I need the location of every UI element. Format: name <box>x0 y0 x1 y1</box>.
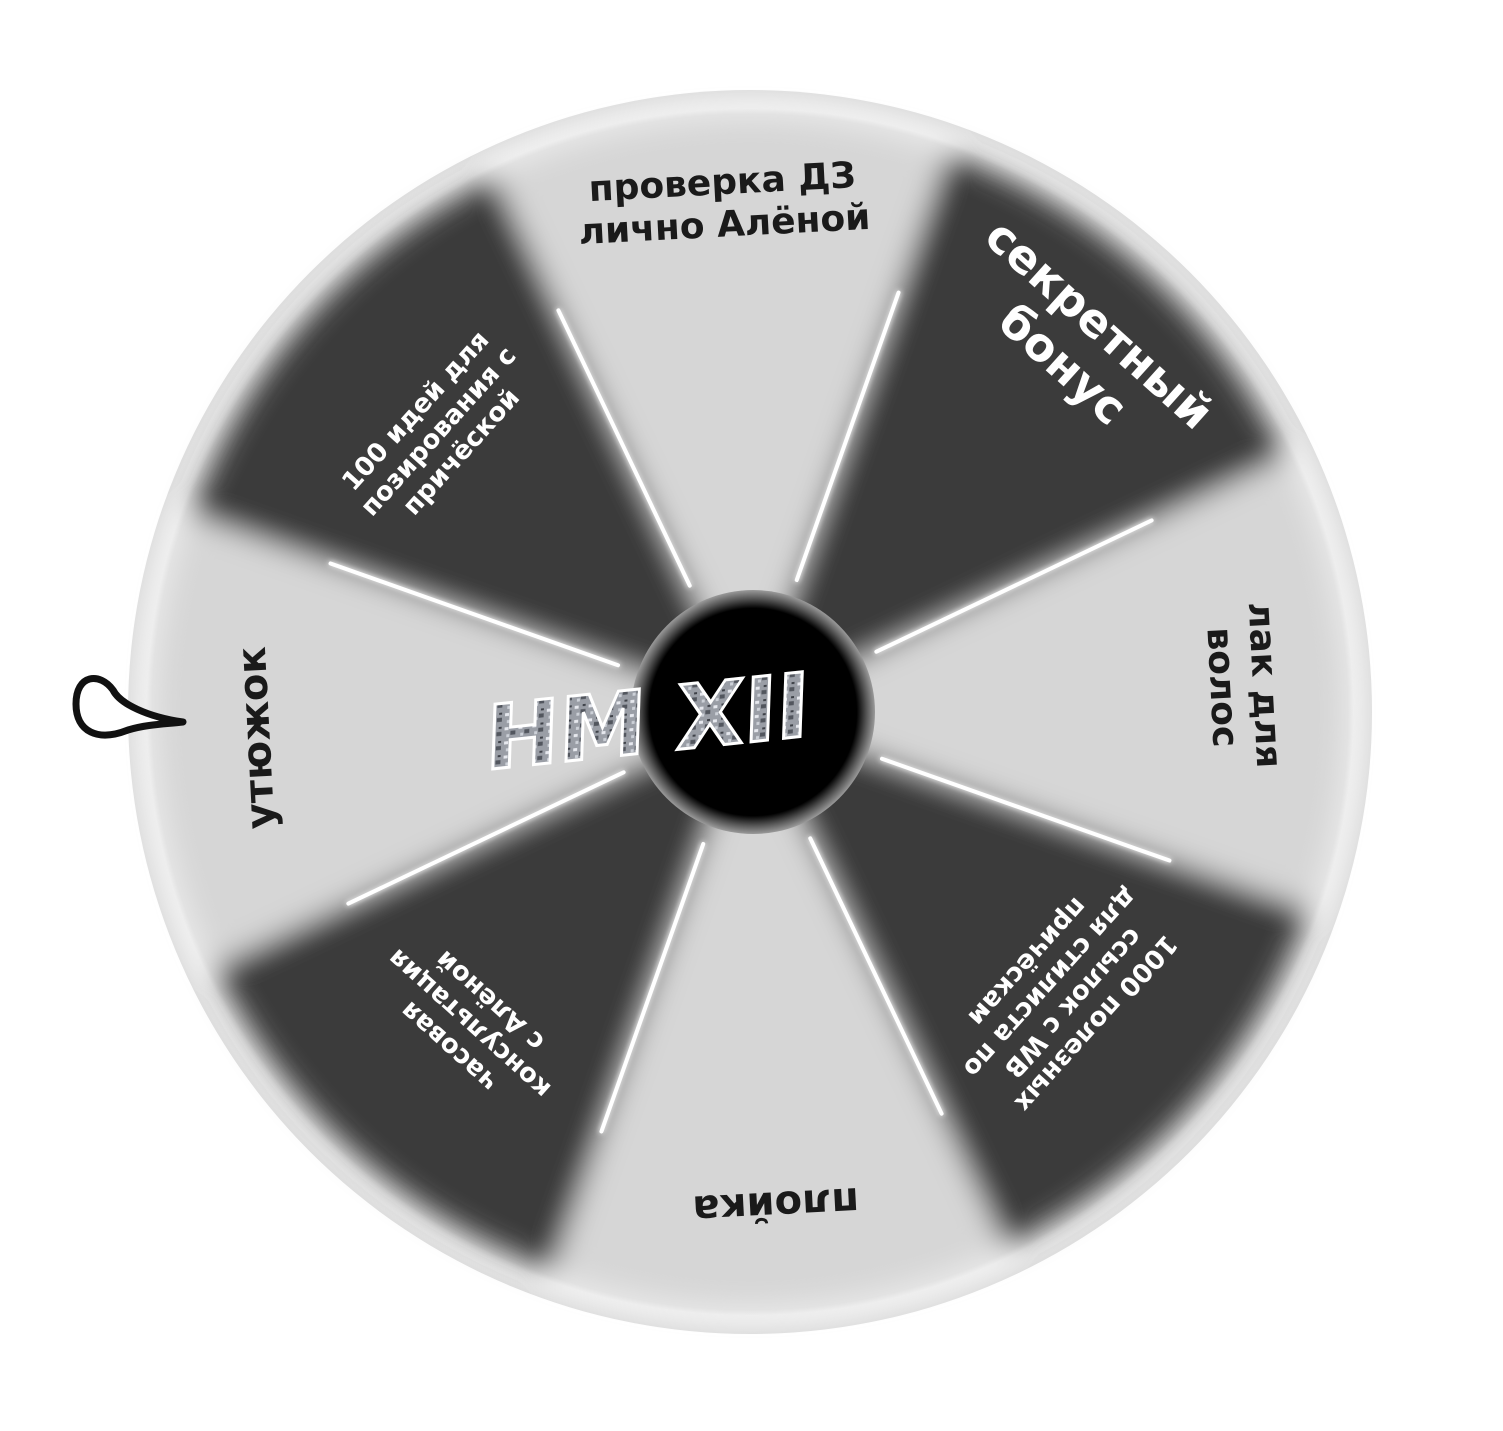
wheel-hub[interactable] <box>631 590 875 834</box>
wheel-sector[interactable] <box>750 712 1309 1247</box>
wheel-sector[interactable] <box>750 457 1342 910</box>
wheel-sector[interactable] <box>191 177 750 713</box>
wheel-sectors <box>158 120 1342 1304</box>
wheel-sector[interactable] <box>158 514 751 967</box>
wheel-sector[interactable] <box>215 712 751 1271</box>
sector-label-line: волос <box>1198 626 1245 748</box>
sector-label: плойка <box>691 1178 860 1233</box>
sector-divider <box>556 308 692 588</box>
wheel-dividers <box>328 290 1172 1134</box>
wheel-sector[interactable] <box>552 712 1005 1304</box>
sector-divider <box>874 518 1154 654</box>
sector-divider <box>879 756 1172 863</box>
sector-label: лак дляволос <box>1197 601 1289 771</box>
sector-label-line: утюжок <box>229 645 284 830</box>
sector-label: проверка ДЗлично Алёной <box>575 154 871 253</box>
wheel-sector[interactable] <box>495 120 948 713</box>
sector-divider <box>794 290 901 583</box>
sector-divider <box>599 841 706 1134</box>
sector-divider <box>328 561 621 668</box>
sector-label-line: лак для <box>1240 601 1290 769</box>
sector-divider <box>808 836 944 1116</box>
wheel-sector[interactable] <box>750 153 1285 712</box>
sector-label: утюжок <box>229 645 284 830</box>
pointer-icon <box>72 675 187 739</box>
sector-label-line: плойка <box>691 1178 860 1233</box>
sector-divider <box>346 770 626 906</box>
